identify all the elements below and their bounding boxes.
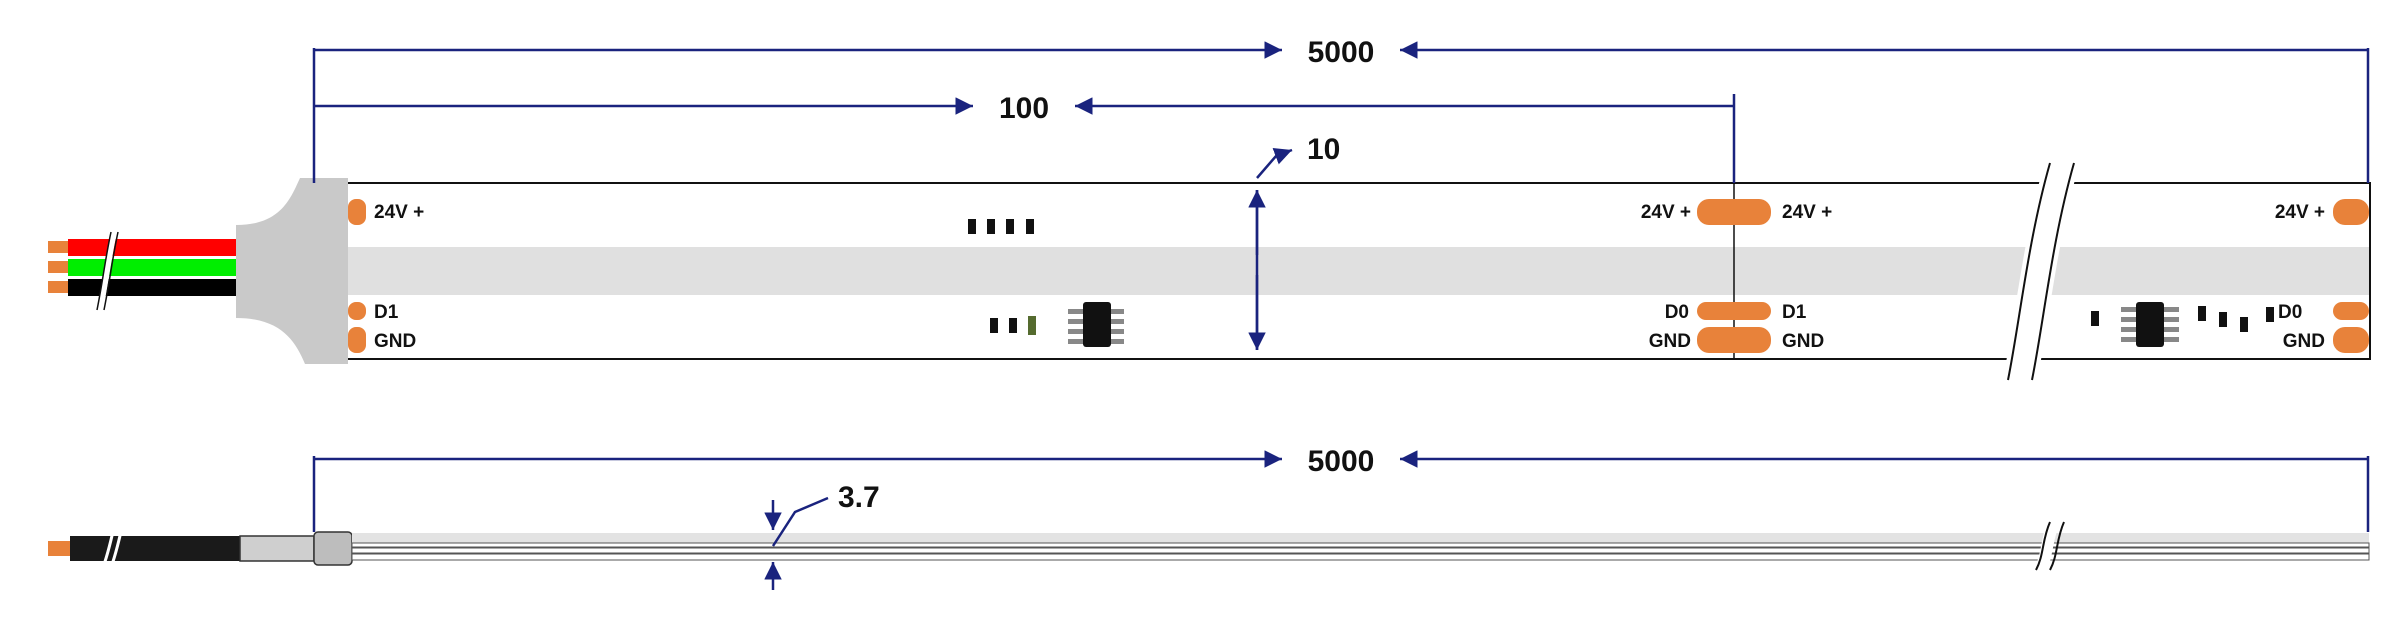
side-cable <box>70 536 242 561</box>
dimension-segment-length: 100 <box>314 92 1734 125</box>
smd-led <box>1026 219 1034 234</box>
pad-label-right-plus: 24V + <box>2275 202 2325 223</box>
side-strip-break-gap <box>2034 519 2060 573</box>
side-strip-top <box>352 533 2369 543</box>
ic-chip-1 <box>1068 302 1124 347</box>
pad-label-cut-data-right: D1 <box>1782 302 1807 323</box>
smd-resistor <box>1009 318 1017 333</box>
strip-break-gap <box>2003 158 2079 384</box>
pad-label-cut-gnd-left: GND <box>1649 331 1691 352</box>
side-view: 5000 3.7 <box>48 445 2370 590</box>
dimension-label-thickness: 3.7 <box>838 481 880 514</box>
green-wire <box>68 259 238 276</box>
pad-right-gnd <box>2333 327 2369 353</box>
smd-led <box>968 219 976 234</box>
smd-components-top <box>968 219 1034 234</box>
dimension-total-length-side: 5000 <box>312 445 2370 532</box>
pad-left-data <box>348 302 366 320</box>
side-strip-layer-2 <box>351 547 2370 554</box>
pad-cut-gnd <box>1697 327 1771 353</box>
top-view: 24V + D1 GND 24V + 24V + D0 <box>48 36 2371 384</box>
side-strip-break-mark <box>2035 521 2065 571</box>
pad-cut-data <box>1697 302 1771 320</box>
dimension-label-total-side: 5000 <box>1308 445 1375 478</box>
black-wire <box>68 279 238 296</box>
pad-left-plus <box>348 199 366 225</box>
dimension-label-width: 10 <box>1307 133 1340 166</box>
pad-label-cut-data-left: D0 <box>1665 302 1689 323</box>
smd-components-right <box>2091 306 2274 332</box>
wire-break-gap <box>97 231 117 311</box>
smd-led <box>987 219 995 234</box>
smd-led <box>1006 219 1014 234</box>
copper-tip-black <box>48 281 70 293</box>
strip-break-mark <box>2007 162 2075 381</box>
pad-label-right-gnd: GND <box>2283 331 2325 352</box>
strip-center-band <box>311 247 2369 295</box>
end-cap <box>236 178 348 364</box>
pad-label-left-gnd: GND <box>374 331 416 352</box>
pad-right-data <box>2333 302 2369 320</box>
pad-label-right-data: D0 <box>2278 302 2302 323</box>
side-cable-break-mark <box>100 526 124 571</box>
ic-chip-2 <box>2121 302 2179 347</box>
copper-tip-green <box>48 261 70 273</box>
side-connector-sleeve <box>239 535 315 562</box>
side-copper-tip <box>48 541 72 556</box>
pad-label-cut-plus-left: 24V + <box>1641 202 1691 223</box>
side-end-cap <box>313 531 353 566</box>
smd-components-bottom <box>990 316 1036 335</box>
cable-wires <box>48 231 238 311</box>
smd-capacitor <box>1028 316 1036 335</box>
side-strip-layer-3 <box>351 553 2370 561</box>
dimension-strip-thickness: 3.7 <box>764 481 880 590</box>
copper-tip-red <box>48 241 70 253</box>
pad-label-cut-plus-right: 24V + <box>1782 202 1832 223</box>
dimension-strip-width: 10 <box>1248 133 1340 350</box>
smd-resistor <box>990 318 998 333</box>
pad-label-left-data: D1 <box>374 302 399 323</box>
pad-right-plus <box>2333 199 2369 225</box>
dimension-label-total-top: 5000 <box>1308 36 1375 69</box>
pad-left-gnd <box>348 327 366 353</box>
red-wire <box>68 239 238 256</box>
pad-label-cut-gnd-right: GND <box>1782 331 1824 352</box>
wire-break-mark <box>96 231 119 311</box>
dimension-total-length-top: 5000 <box>312 36 2370 183</box>
pad-cut-plus <box>1697 199 1771 225</box>
pad-label-left-plus: 24V + <box>374 202 424 223</box>
dimension-label-segment: 100 <box>999 92 1049 125</box>
side-strip-layer-1 <box>351 542 2370 548</box>
